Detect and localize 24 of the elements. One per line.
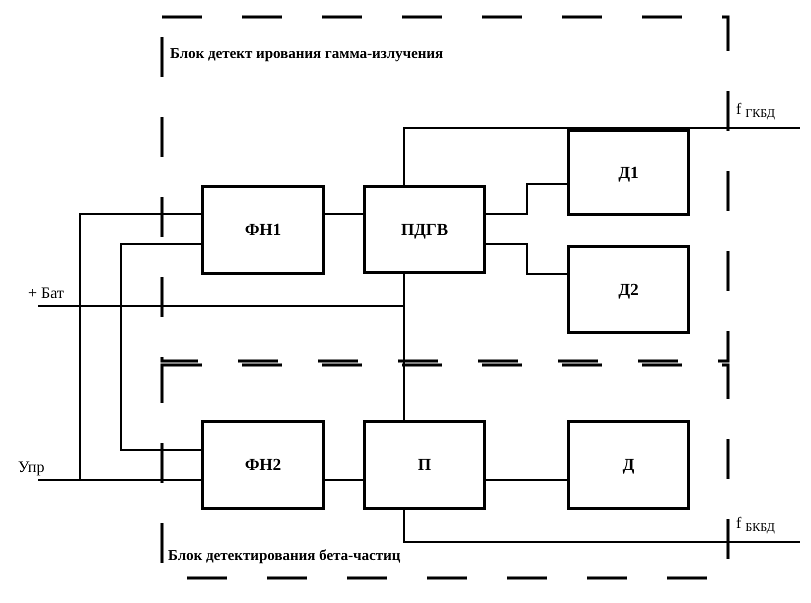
connector-line bbox=[486, 243, 567, 275]
dashed-region bbox=[160, 15, 730, 363]
block-box: ПДГВ bbox=[363, 185, 486, 274]
signal-label: + Бат bbox=[28, 284, 84, 306]
block-box: П bbox=[363, 420, 486, 510]
connector-line bbox=[403, 127, 801, 185]
block-box: ФН1 bbox=[201, 185, 325, 275]
block-box: Д bbox=[567, 420, 690, 510]
block-box: Д1 bbox=[567, 129, 690, 216]
region-title: Блок детект ирования гамма-излучения bbox=[170, 45, 444, 64]
signal-label: f $_{ГКБД}$ bbox=[736, 100, 806, 128]
connector-line bbox=[37, 213, 201, 481]
signal-label: f $_{БКБД}$ bbox=[736, 514, 806, 542]
signal-label: Упр bbox=[18, 458, 64, 480]
dashed-region bbox=[160, 363, 730, 580]
connector-line bbox=[120, 243, 201, 451]
region-title: Блок детектирования бета-частиц bbox=[168, 547, 400, 566]
connector-line bbox=[486, 479, 567, 481]
connector-line bbox=[325, 213, 363, 215]
block-box: ФН2 bbox=[201, 420, 325, 510]
block-box: Д2 bbox=[567, 245, 690, 334]
connector-line bbox=[486, 183, 567, 215]
connector-line bbox=[325, 479, 363, 481]
connector-line bbox=[403, 510, 801, 543]
